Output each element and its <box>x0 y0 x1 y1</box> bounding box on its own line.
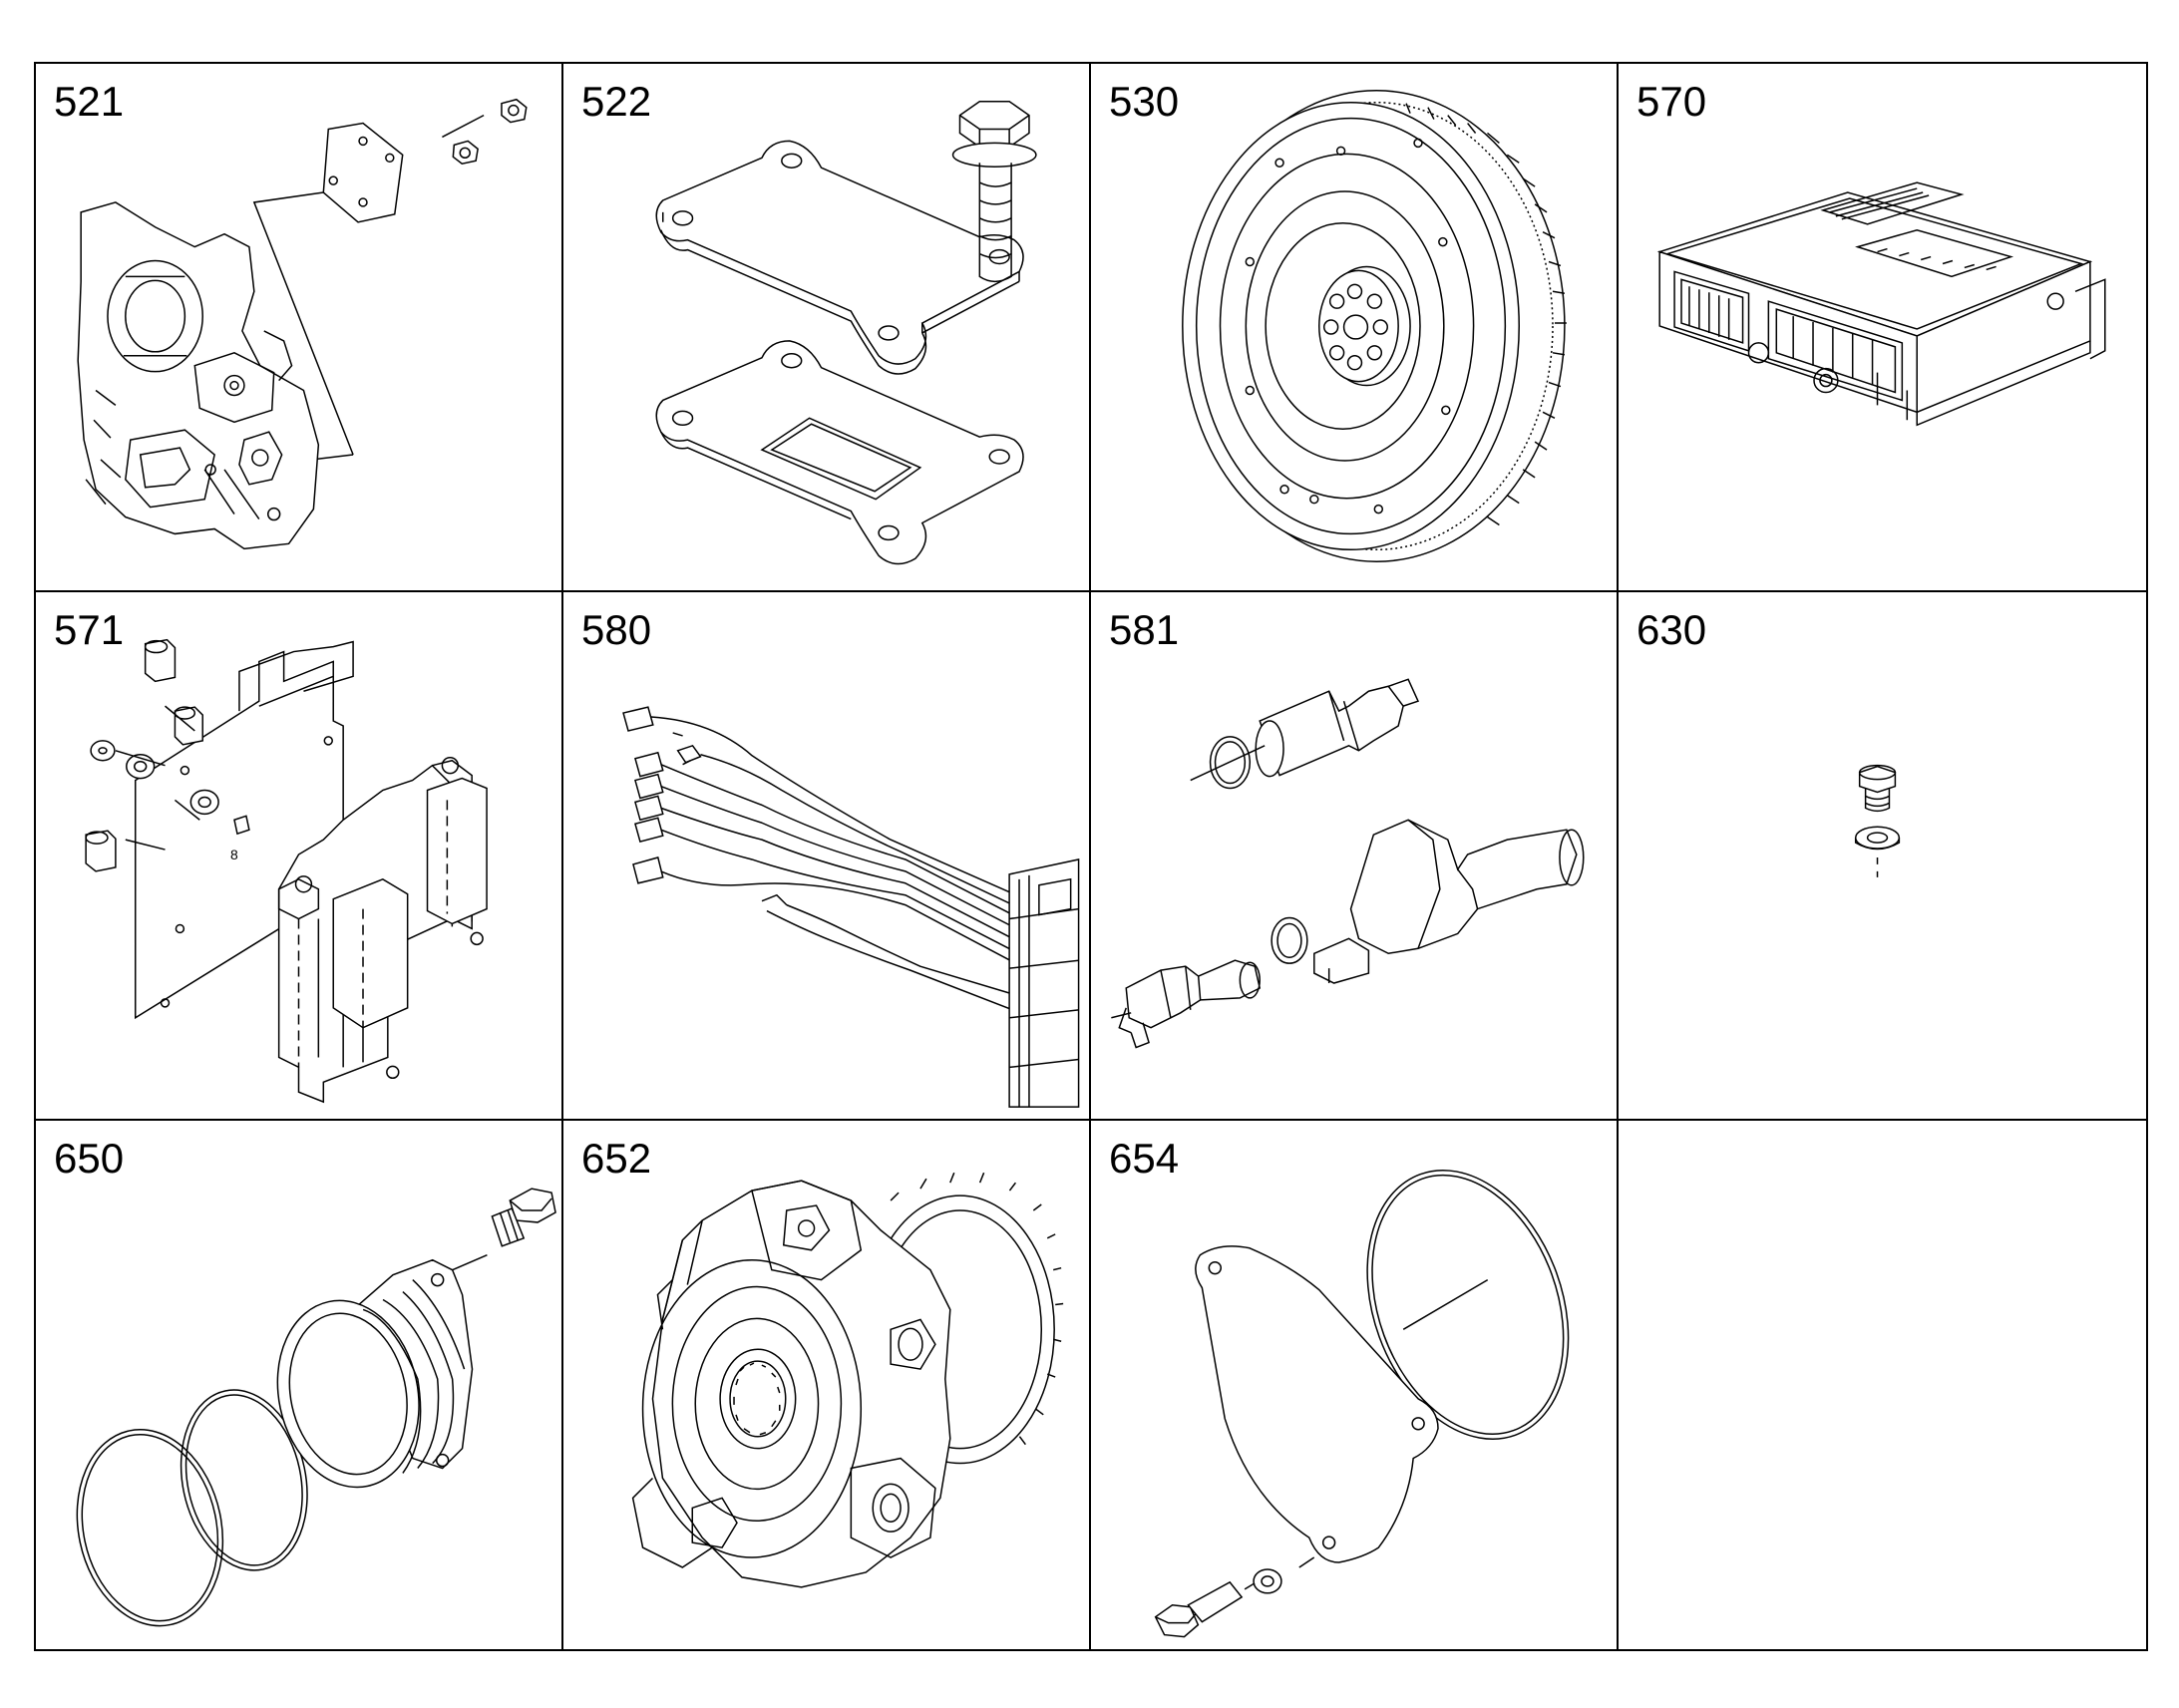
part-cell-530[interactable]: 530 <box>1091 64 1619 592</box>
part-number-label: 652 <box>581 1135 652 1182</box>
part-number-label: 522 <box>581 78 652 125</box>
pump-gear-drawing <box>563 1121 1089 1649</box>
part-number-label: 581 <box>1109 606 1180 653</box>
flywheel-ring-gear-drawing <box>1091 64 1617 590</box>
part-cell-652[interactable]: 652 <box>563 1121 1091 1649</box>
part-cell-654[interactable]: 654 <box>1091 1121 1619 1649</box>
part-cell-571[interactable]: 571 8 <box>36 592 563 1121</box>
part-number-label: 521 <box>54 78 125 125</box>
part-cell-580[interactable]: 580 <box>563 592 1091 1121</box>
callout-number: 8 <box>230 847 238 862</box>
housing-cover-plate-drawing <box>36 64 561 590</box>
wiring-harness-drawing <box>563 592 1089 1119</box>
empty-cell <box>1619 1121 2146 1649</box>
part-cell-630[interactable]: 630 <box>1619 592 2146 1121</box>
sleeve-orings-bolt-drawing <box>36 1121 561 1649</box>
part-number-label: 630 <box>1636 606 1707 653</box>
parts-catalog-grid: 521 <box>34 62 2148 1651</box>
part-number-label: 530 <box>1109 78 1180 125</box>
sensors-seal-rings-drawing <box>1091 592 1617 1119</box>
part-cell-521[interactable]: 521 <box>36 64 563 592</box>
part-cell-570[interactable]: 570 <box>1619 64 2146 592</box>
part-number-label: 580 <box>581 606 652 653</box>
gasket-plate-bolt-drawing <box>563 64 1089 590</box>
cover-gasket-ring-drawing <box>1091 1121 1617 1649</box>
mounting-bracket-ecu-drawing: 8 <box>36 592 561 1119</box>
part-cell-581[interactable]: 581 <box>1091 592 1619 1121</box>
part-cell-650[interactable]: 650 <box>36 1121 563 1649</box>
part-number-label: 571 <box>54 606 125 653</box>
part-number-label: 570 <box>1636 78 1707 125</box>
part-cell-522[interactable]: 522 <box>563 64 1091 592</box>
plug-washer-drawing <box>1619 592 2146 1119</box>
control-unit-ecu-drawing <box>1619 64 2146 590</box>
part-number-label: 650 <box>54 1135 125 1182</box>
part-number-label: 654 <box>1109 1135 1180 1182</box>
